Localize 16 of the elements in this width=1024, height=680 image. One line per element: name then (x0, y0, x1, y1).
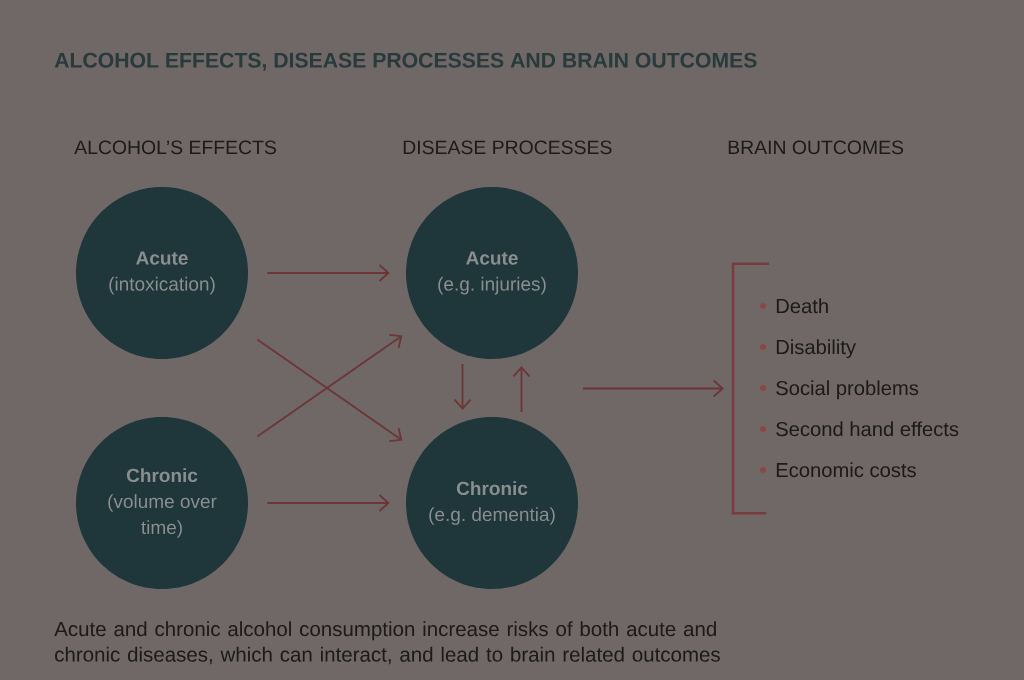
node-label: Second hand effects (776, 421, 959, 437)
arrow (512, 366, 531, 413)
column-heading: ALCOHOL’S EFFECTS (74, 140, 276, 155)
title: ALCOHOL EFFECTS, DISEASE PROCESSES AND BRAIN OUTCOMES (54, 52, 757, 71)
arrow (453, 363, 472, 410)
node-label: Social problems (776, 380, 919, 400)
arrow (266, 264, 390, 282)
node-label: Disability (776, 339, 856, 359)
bracketed-list: Death Disability Social problems Second hand effects Economic costs (731, 262, 959, 515)
node-label: Death (776, 298, 828, 314)
arrow (266, 494, 390, 512)
caption: Acute and chronic alcohol consumption increase risks of both acute and chronic diseases, which can interact, and lead to brain related outcomes (54, 621, 720, 665)
arrow (582, 379, 724, 398)
column-heading: BRAIN OUTCOMES (728, 140, 904, 155)
column-heading: DISEASE PROCESSES (403, 140, 612, 155)
node-label: Economic costs (776, 462, 916, 478)
